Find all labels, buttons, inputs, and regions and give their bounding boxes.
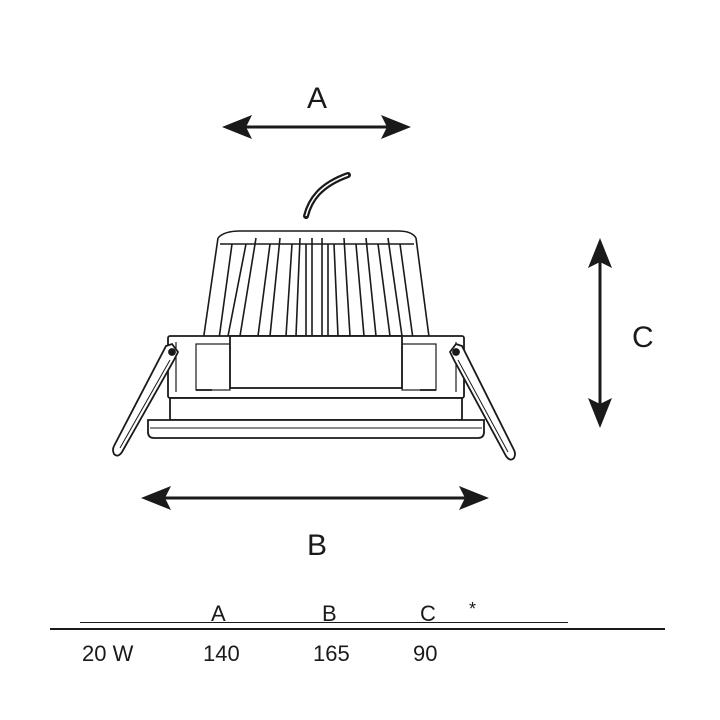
- trim-bezel: [147, 397, 485, 439]
- dimension-arrow-b: [141, 486, 489, 510]
- dimension-arrow-c: [588, 238, 612, 428]
- mounting-frame: [167, 335, 465, 399]
- dimension-label-c: C: [632, 321, 654, 354]
- dimension-arrow-a: [222, 115, 411, 139]
- spring-clip-right: [448, 342, 516, 461]
- spring-clip-left: [112, 342, 180, 457]
- power-cable: [303, 172, 351, 219]
- dimension-label-b: B: [307, 529, 328, 562]
- dimension-label-a: A: [307, 82, 328, 115]
